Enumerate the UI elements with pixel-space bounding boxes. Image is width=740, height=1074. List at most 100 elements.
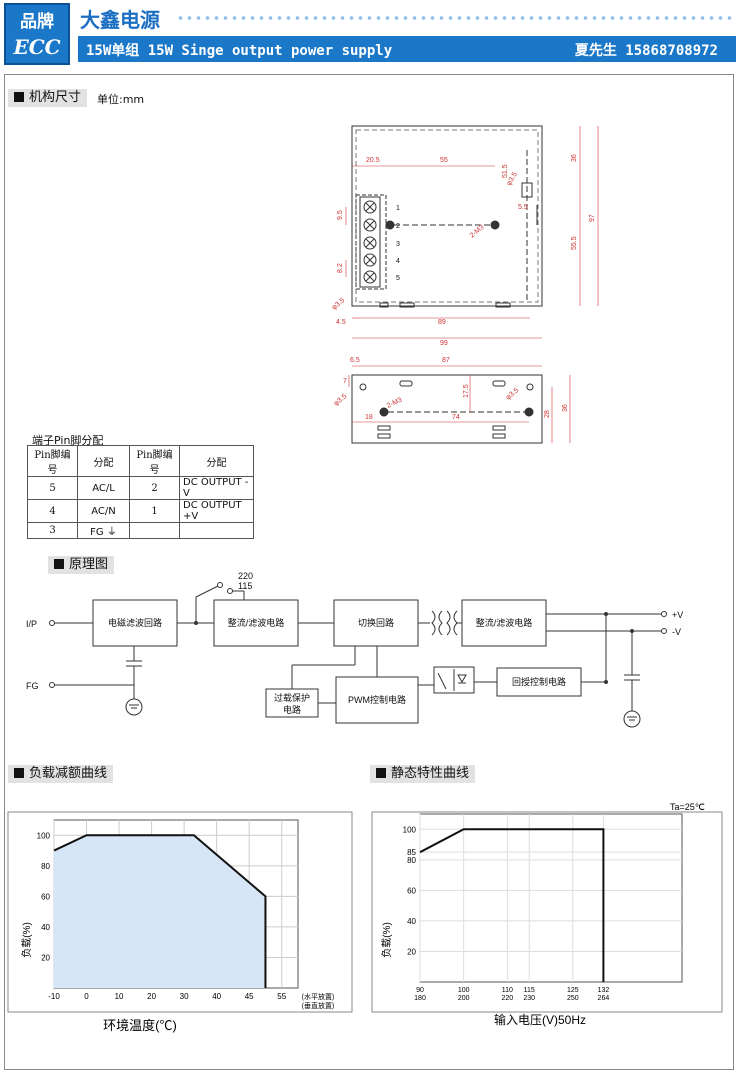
title-bar: 15W单组 15W Singe output power supply 夏先生 … (78, 36, 736, 62)
table-cell (179, 522, 254, 539)
table-header: 分配 (179, 445, 254, 477)
dim-label: 20.5 (366, 157, 380, 164)
hole-label: φ3.5 (333, 393, 349, 408)
output-positive-label: +V (672, 610, 683, 620)
x-tick-label: 20 (147, 992, 156, 1001)
dim-label: 9.5 (337, 210, 344, 220)
contact-info: 夏先生 15868708972 (574, 43, 718, 59)
dim-label: 18 (365, 414, 373, 421)
x-tick-label: 250 (567, 995, 579, 1002)
dim-label: 36 (562, 404, 569, 412)
terminal-screws (363, 200, 377, 284)
y-tick-label: 60 (41, 892, 50, 901)
table-cell: AC/N (77, 499, 130, 523)
logo-bottom-text: ECC (13, 35, 61, 59)
static-line (419, 828, 605, 982)
x-axis-label: 输入电压(V)50Hz (494, 1012, 586, 1027)
pin-number: 3 (396, 241, 400, 248)
dim-label: 55 (440, 157, 448, 164)
hole-label: φ3.5 (331, 297, 347, 312)
y-tick-label: 60 (407, 886, 416, 895)
output-negative-label: -V (672, 627, 681, 637)
x-axis-label: 环境温度(℃) (103, 1018, 177, 1033)
chart-note: Ta=25℃ (670, 802, 705, 812)
section-mechanical-heading: 机构尺寸 (8, 89, 88, 107)
chart-frame (371, 811, 723, 1013)
block-label: 电路 (283, 704, 301, 715)
block-label: 切换回路 (358, 617, 394, 628)
x-tick-label: 30 (180, 992, 189, 1001)
x-tick-label: 100 (458, 987, 470, 994)
table-cell: 2 (129, 476, 180, 500)
input-label: I/P (26, 619, 37, 629)
dim-label: 99 (440, 340, 448, 347)
dim-label: 7 (343, 378, 347, 385)
mechanical-drawing: 20.5 55 51.5 36 9.5 8.2 5.5 55.5 97 4.5 … (331, 125, 599, 444)
table-cell: AC/L (77, 476, 130, 500)
hole-label: 2-M3 (469, 224, 486, 240)
chart-note: (垂直放置) (302, 1001, 335, 1010)
x-tick-label: 220 (501, 995, 513, 1002)
x-tick-label: 115 (524, 987, 535, 994)
section-static-heading: 静态特性曲线 (370, 765, 476, 783)
dim-label: 4.5 (336, 319, 346, 326)
pin-number: 5 (396, 275, 400, 282)
y-axis-label: 负载(%) (380, 922, 393, 958)
table-row: 4 AC/N 1 DC OUTPUT +V (27, 499, 254, 523)
table-row: 5 AC/L 2 DC OUTPUT -V (27, 476, 254, 500)
dim-label: 36 (571, 154, 578, 162)
page-header: 品牌 ECC 大鑫电源 15W单组 15W Singe output power… (0, 0, 740, 68)
y-tick-label: 85 (407, 848, 416, 857)
y-tick-label: 40 (407, 917, 416, 926)
hole-label: 2-M3 (386, 397, 404, 410)
block-label: 过载保护 (274, 692, 310, 703)
x-tick-label: 125 (567, 987, 579, 994)
pin-number: 1 (396, 205, 400, 212)
dim-label: 8.2 (337, 263, 344, 273)
chart-note: (水平放置) (302, 992, 335, 1001)
table-row: 3 FG ⏚ (27, 522, 254, 539)
x-tick-label: 0 (84, 992, 89, 1001)
dim-label: 89 (438, 319, 446, 326)
block-label: PWM控制电路 (348, 694, 406, 705)
y-tick-label: 80 (41, 862, 50, 871)
dim-label: 28 (544, 410, 551, 418)
y-tick-label: 80 (407, 856, 416, 865)
x-tick-label: 40 (212, 992, 221, 1001)
table-cell: DC OUTPUT -V (179, 476, 254, 500)
block-diagram: I/P FG 220 115 电磁滤波回路 整流/滤波电路 切换回路 整流/滤波… (26, 571, 683, 728)
table-cell: 4 (27, 499, 78, 523)
y-tick-label: 20 (407, 947, 416, 956)
x-tick-label: 45 (245, 992, 254, 1001)
y-tick-label: 20 (41, 953, 50, 962)
table-cell: 5 (27, 476, 78, 500)
heading-text: 负载减额曲线 (29, 766, 108, 781)
block-label: 电磁滤波回路 (108, 617, 162, 628)
table-cell: DC OUTPUT +V (179, 499, 254, 523)
table-header: 分配 (77, 445, 130, 477)
y-tick-label: 100 (403, 825, 417, 834)
hole-label: φ3.5 (505, 387, 521, 402)
pin-table: Pin脚编号 分配 Pin脚编号 分配 5 AC/L 2 DC OUTPUT -… (27, 445, 254, 539)
block-label: 整流/滤波电路 (228, 617, 285, 628)
x-tick-label: 264 (598, 995, 610, 1002)
table-cell: 3 (27, 522, 78, 539)
y-tick-label: 100 (37, 831, 51, 840)
heading-text: 机构尺寸 (29, 90, 82, 105)
x-tick-label: 200 (458, 995, 470, 1002)
x-tick-label: 110 (502, 987, 513, 994)
dim-label: 17.5 (463, 384, 470, 398)
table-cell (129, 522, 180, 539)
x-tick-label: 180 (414, 995, 426, 1002)
table-header: Pin脚编号 (27, 445, 78, 477)
x-tick-label: 10 (115, 992, 124, 1001)
derating-line (53, 834, 267, 988)
voltage-115-label: 115 (238, 581, 252, 591)
heading-text: 静态特性曲线 (391, 766, 470, 781)
brand-name: 大鑫电源 (80, 8, 160, 32)
table-cell: FG ⏚ (77, 522, 130, 539)
heading-text: 原理图 (69, 557, 109, 572)
unit-label: 单位:mm (97, 93, 145, 106)
decorative-dots (176, 13, 732, 23)
y-tick-label: 40 (41, 923, 50, 932)
